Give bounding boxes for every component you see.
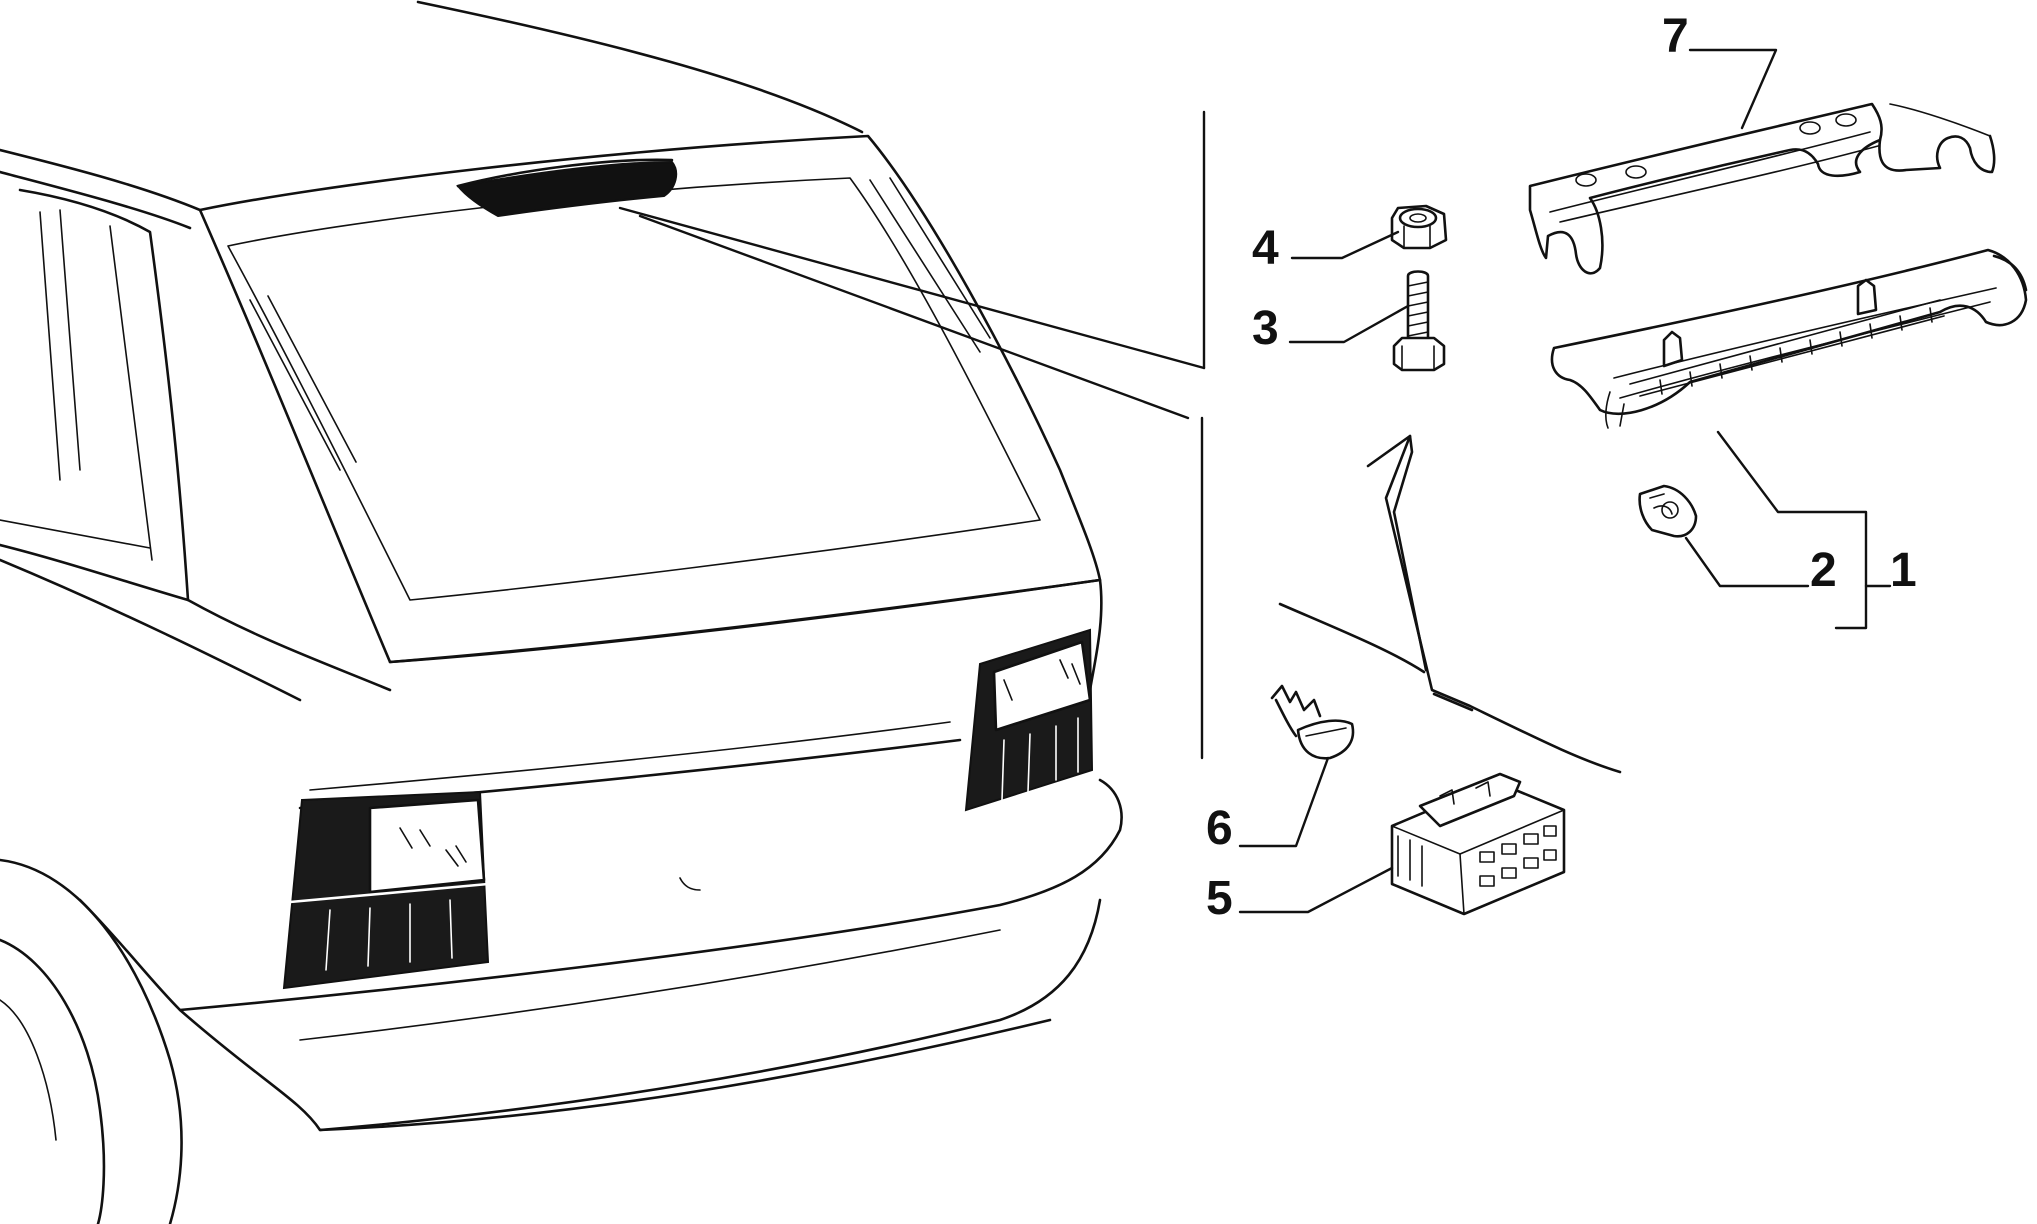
callout-7: 7 xyxy=(1662,10,1689,63)
callout-leaders xyxy=(1238,48,1892,914)
part-4-nut xyxy=(1390,204,1448,250)
callout-4: 4 xyxy=(1252,222,1279,275)
wiring-break-line xyxy=(1278,434,1622,774)
part-3-bolt xyxy=(1392,270,1446,372)
callout-3: 3 xyxy=(1252,302,1279,355)
part-1-lamp-housing xyxy=(1550,248,2028,429)
part-6-terminal xyxy=(1270,684,1355,760)
part-2-bulb xyxy=(1638,484,1698,538)
callout-6: 6 xyxy=(1206,802,1233,855)
callout-1: 1 xyxy=(1890,544,1917,597)
callout-5: 5 xyxy=(1206,872,1233,925)
callout-labels: 7 4 3 2 1 6 5 xyxy=(1206,10,1917,925)
part-5-connector xyxy=(1390,772,1566,916)
callout-2: 2 xyxy=(1810,544,1837,597)
detail-leader-lines xyxy=(618,110,1206,760)
part-7-bracket xyxy=(1528,102,1996,275)
car-rear-illustration xyxy=(0,0,1123,1224)
